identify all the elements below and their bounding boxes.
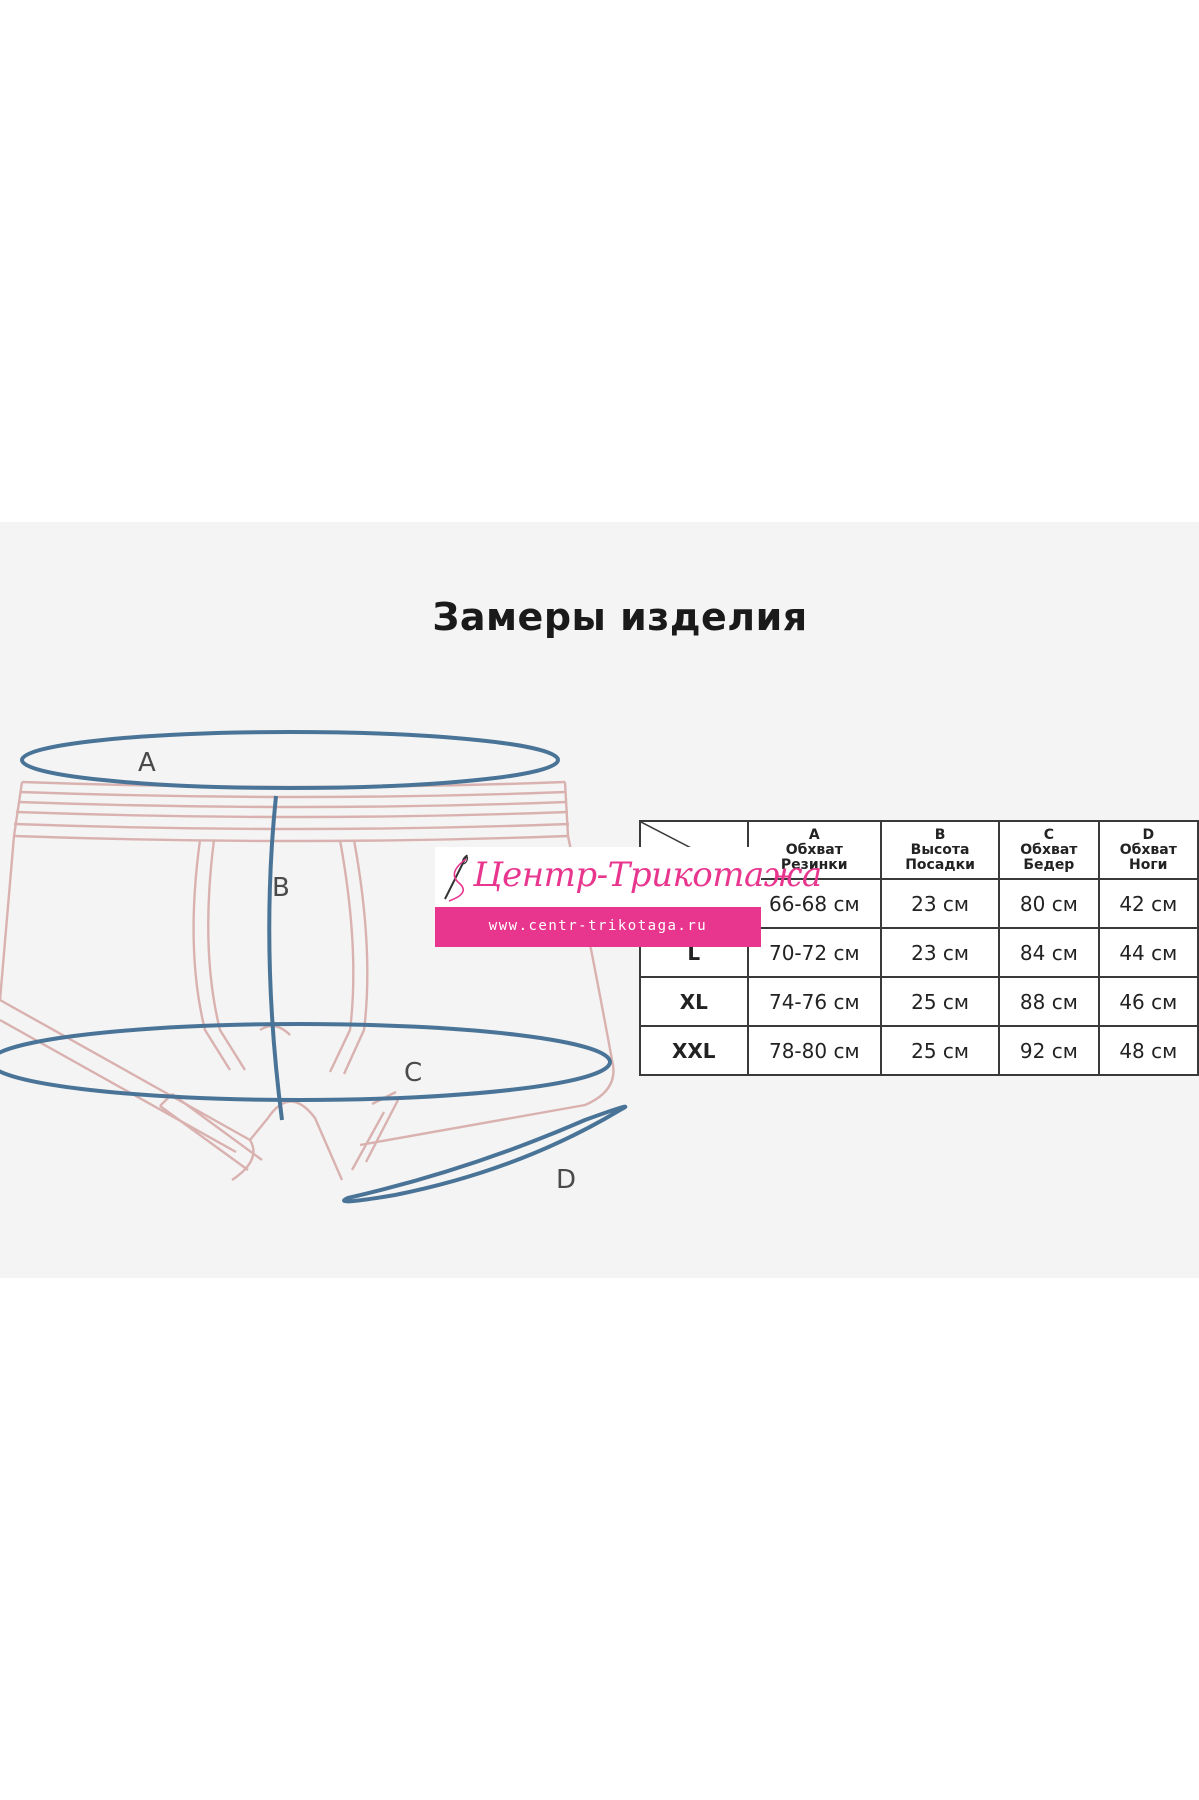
cell-a: 74-76 см	[746, 976, 882, 1027]
watermark-top: Центр-Трикотажа	[435, 847, 822, 907]
table-row: XL 74-76 см 25 см 88 см 46 см	[639, 976, 1199, 1027]
cell-c: 84 см	[998, 927, 1100, 978]
cell-b: 25 см	[879, 1025, 1001, 1076]
cell-a: 78-80 см	[746, 1025, 882, 1076]
cell-b: 23 см	[879, 878, 1001, 929]
header-c: C Обхват Бедер	[998, 820, 1100, 880]
watermark-bar: www.centr-trikotaga.ru	[435, 907, 761, 947]
measure-c-ellipse	[0, 1022, 612, 1102]
label-a: A	[138, 748, 156, 778]
table-row: XXL 78-80 см 25 см 92 см 48 см	[639, 1025, 1199, 1076]
cell-a: 70-72 см	[746, 927, 882, 978]
boxer-briefs-diagram: A B C D	[0, 730, 628, 1204]
label-d: D	[556, 1165, 576, 1195]
measure-b-line	[267, 795, 284, 1121]
header-d: D Обхват Ноги	[1097, 820, 1199, 880]
cell-d: 44 см	[1097, 927, 1199, 978]
page-title: Замеры изделия	[432, 595, 808, 639]
watermark-url: www.centr-trikotaga.ru	[488, 918, 708, 934]
cell-c: 80 см	[998, 878, 1100, 929]
measure-a-ellipse	[20, 730, 560, 790]
needle-icon	[444, 854, 469, 902]
waistband	[12, 780, 570, 843]
label-c: C	[404, 1058, 422, 1088]
cell-a: 66-68 см	[746, 878, 882, 929]
cell-d: 48 см	[1097, 1025, 1199, 1076]
cell-b: 25 см	[879, 976, 1001, 1027]
watermark-logo: Центр-Трикотажа www.centr-trikotaga.ru	[435, 847, 822, 947]
label-b: B	[272, 873, 290, 903]
cell-d: 46 см	[1097, 976, 1199, 1027]
cell-d: 42 см	[1097, 878, 1199, 929]
cell-c: 92 см	[998, 1025, 1100, 1076]
size-cell: XL	[639, 976, 749, 1027]
measure-d-ellipse	[342, 1104, 628, 1204]
size-cell: XXL	[639, 1025, 749, 1076]
cell-c: 88 см	[998, 976, 1100, 1027]
cell-b: 23 см	[879, 927, 1001, 978]
watermark-name: Центр-Трикотажа	[473, 855, 822, 895]
header-b: B Высота Посадки	[879, 820, 1001, 880]
header-a: A Обхват Резинки	[746, 820, 882, 880]
